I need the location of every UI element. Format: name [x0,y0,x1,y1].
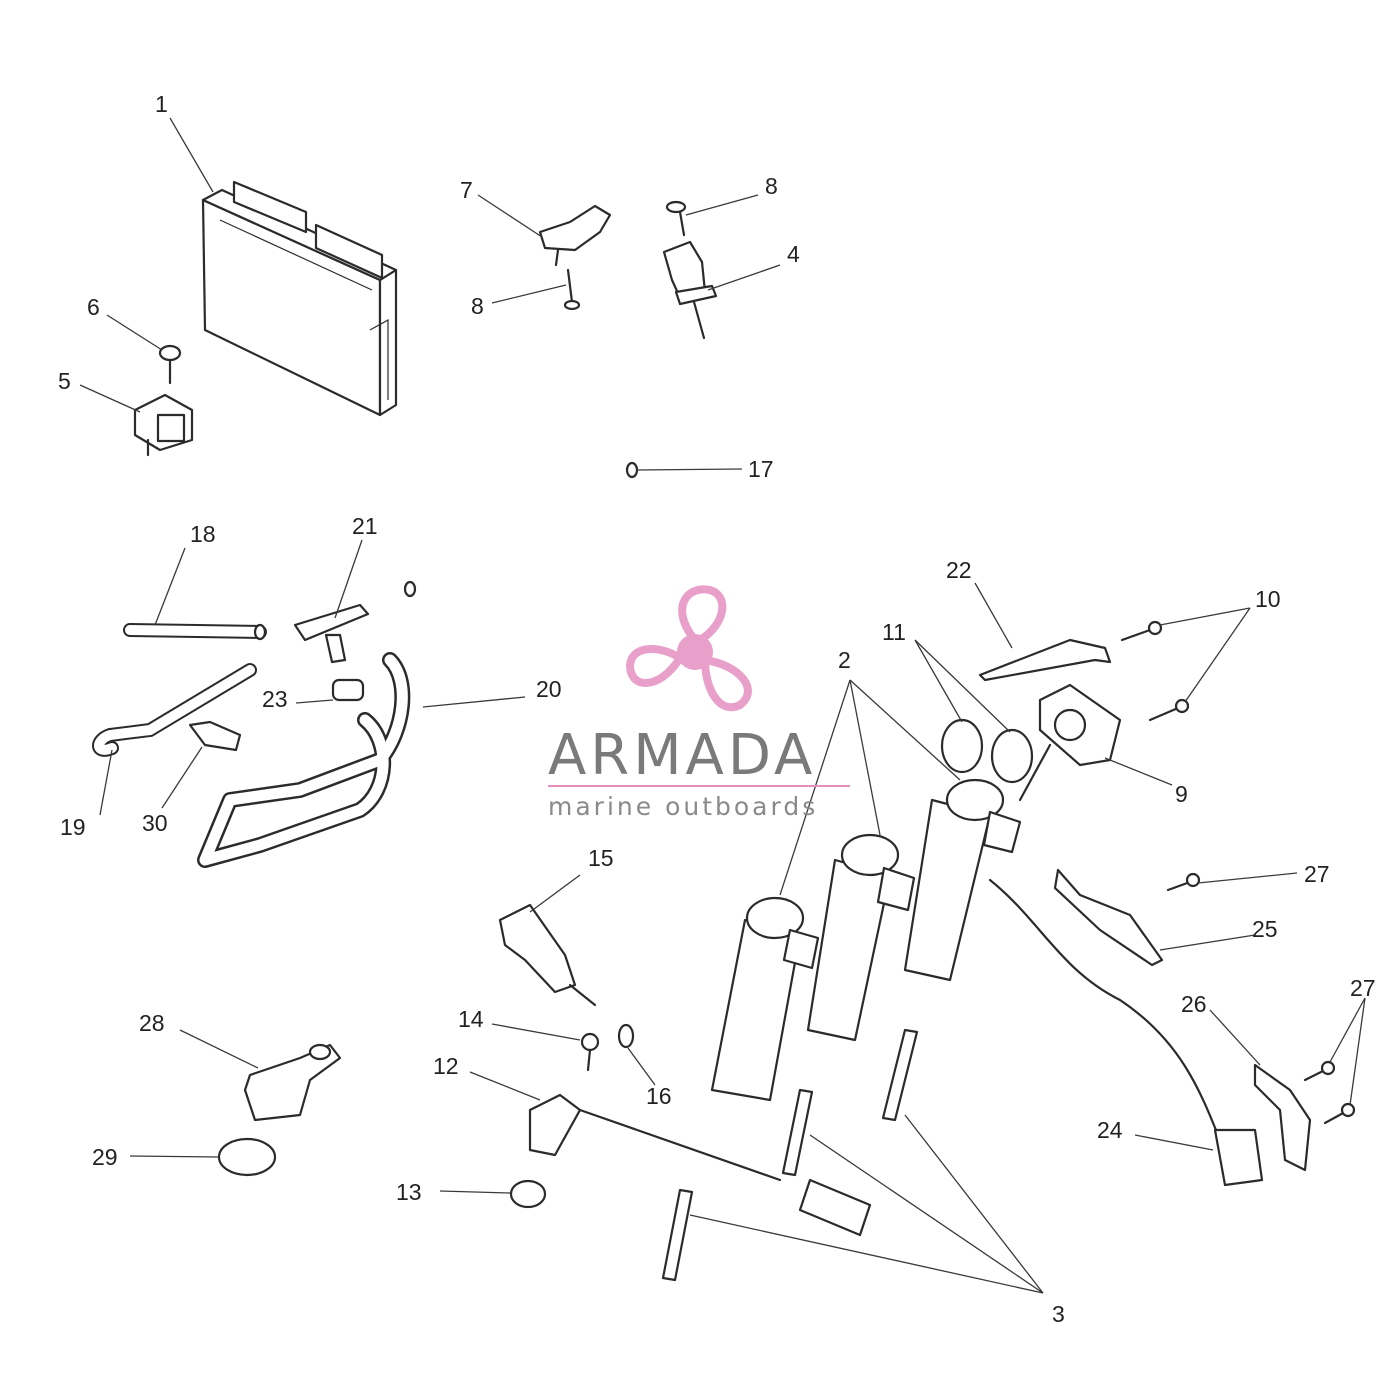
callout-22: 22 [946,557,972,583]
sensor-12 [528,1093,872,1237]
callout-1: 1 [155,91,168,117]
callout-2: 2 [838,647,851,673]
o-ring-29 [217,1137,277,1177]
callout-23: 23 [262,686,288,712]
callout-13: 13 [396,1179,422,1205]
callout-30: 30 [142,810,168,836]
hose-19 [92,663,257,757]
callout-29: 29 [92,1144,118,1170]
callout-16: 16 [646,1083,672,1109]
sensor-7 [538,204,612,267]
o-ring-16 [617,1023,635,1049]
spark-plug-3 [881,1028,919,1122]
callout-10: 10 [1255,586,1281,612]
clip-30 [188,720,242,752]
bracket-22 [978,638,1112,682]
callout-8-lower: 8 [471,293,484,319]
callout-numbers: 1 2 3 4 5 6 7 8 8 9 10 11 12 13 14 15 16… [58,91,1376,1327]
callout-21: 21 [352,513,378,539]
callout-24: 24 [1097,1117,1123,1143]
callout-19: 19 [60,814,86,840]
bracket-26 [1253,1063,1312,1172]
o-ring-13 [509,1179,547,1209]
callout-27-upper: 27 [1304,861,1330,887]
t-connector-21 [293,603,370,664]
sensor-4 [662,240,718,340]
screw-8-upper [665,200,687,237]
spark-plug-1 [661,1188,694,1282]
spark-plug-2 [781,1088,814,1177]
callout-8-upper: 8 [765,173,778,199]
sensor-harness-24 [988,878,1264,1187]
bolt-14 [580,1032,600,1072]
hose-18 [123,623,267,641]
callout-7: 7 [460,177,473,203]
callout-6: 6 [87,294,100,320]
clamp-23 [331,678,365,702]
callout-12: 12 [433,1053,459,1079]
callout-17: 17 [748,456,774,482]
bolt-6 [158,344,182,385]
sensor-5 [133,393,194,457]
cap-28 [243,1043,342,1122]
callout-20: 20 [536,676,562,702]
o-rings-11 [940,718,1034,784]
callout-3: 3 [1052,1301,1065,1327]
callout-4: 4 [787,241,800,267]
bolts-27-lower [1303,1060,1356,1125]
callout-14: 14 [458,1006,484,1032]
hose-20 [197,652,411,868]
callout-15: 15 [588,845,614,871]
callout-27-lower: 27 [1350,975,1376,1001]
sensor-9 [1018,683,1122,802]
callout-25: 25 [1252,916,1278,942]
callout-11: 11 [882,619,906,645]
callout-5: 5 [58,368,71,394]
callout-26: 26 [1181,991,1207,1017]
callout-18: 18 [190,521,216,547]
callout-28: 28 [139,1010,165,1036]
ignition-coil-middle [806,833,916,1042]
hose-17 [403,461,639,598]
screw-8-lower [563,268,581,311]
watermark-brand: ARMADA [548,723,816,788]
ignition-coil-left [710,896,820,1102]
bracket-25 [1053,868,1164,967]
propeller-logo [625,585,752,712]
watermark-tagline: marine outboards [548,792,818,821]
sensor-15 [498,903,597,1007]
armada-watermark: ARMADA marine outboards [548,585,850,821]
bolt-27-upper [1166,872,1201,892]
ignition-coil-right [903,778,1022,982]
ecu-module [201,180,398,417]
callout-9: 9 [1175,781,1188,807]
bolts-10 [1120,620,1190,722]
leader-lines [79,117,1366,1294]
